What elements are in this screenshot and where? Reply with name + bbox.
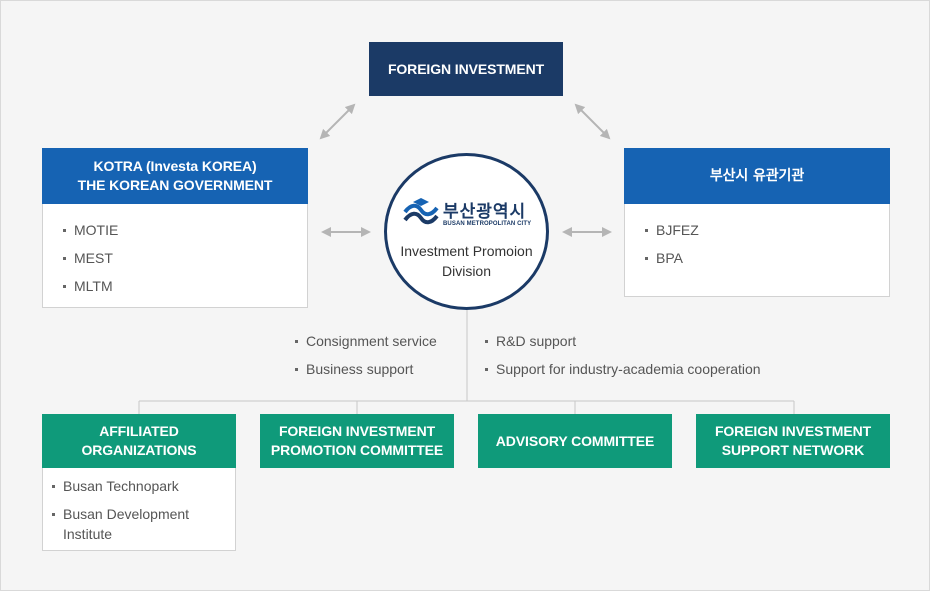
logo-korean-text: 부산광역시 <box>443 202 527 222</box>
list-item: R&D support <box>483 331 761 351</box>
promotion-committee-line2: PROMOTION COMMITTEE <box>270 442 444 458</box>
list-item: MLTM <box>61 276 307 296</box>
busan-city-logo: 부산광역시 BUSAN METROPOLITAN CITY <box>403 197 533 229</box>
foreign-investment-title: FOREIGN INVESTMENT <box>387 60 545 77</box>
division-label-line1: Investment Promoion <box>400 243 533 259</box>
list-item: Support for industry-academia cooperatio… <box>483 359 761 379</box>
list-item: BJFEZ <box>643 220 889 240</box>
affiliated-organizations-body: Busan Technopark Busan Development Insti… <box>42 468 236 551</box>
list-item: Business support <box>293 359 437 379</box>
list-item: Consignment service <box>293 331 437 351</box>
list-item: Busan Technopark <box>50 476 229 496</box>
foreign-investment-box: FOREIGN INVESTMENT <box>369 42 563 96</box>
list-item: Busan Development Institute <box>50 504 229 544</box>
arrow-top-right <box>574 103 611 140</box>
support-network-box: FOREIGN INVESTMENT SUPPORT NETWORK <box>696 414 890 468</box>
support-network-line2: SUPPORT NETWORK <box>721 442 865 458</box>
busan-agencies-box-body: BJFEZ BPA <box>624 204 890 297</box>
affiliated-title-line2: ORGANIZATIONS <box>81 442 197 458</box>
list-item: MOTIE <box>61 220 307 240</box>
kotra-title-line2: THE KOREAN GOVERNMENT <box>77 177 273 193</box>
promotion-committee-box: FOREIGN INVESTMENT PROMOTION COMMITTEE <box>260 414 454 468</box>
promotion-committee-line1: FOREIGN INVESTMENT <box>278 423 436 439</box>
division-label: Investment Promoion Division <box>384 241 549 281</box>
investment-division-circle <box>384 153 549 310</box>
services-notes-right: R&D support Support for industry-academi… <box>483 331 761 379</box>
list-item: MEST <box>61 248 307 268</box>
kotra-title-line1: KOTRA (Investa KOREA) <box>93 158 257 174</box>
support-network-line1: FOREIGN INVESTMENT <box>714 423 872 439</box>
services-notes-left: Consignment service Business support <box>293 331 437 379</box>
kotra-box-body: MOTIE MEST MLTM <box>42 204 308 308</box>
division-label-line2: Division <box>441 263 491 279</box>
kotra-box-header: KOTRA (Investa KOREA) THE KOREAN GOVERNM… <box>42 148 308 204</box>
busan-wave-icon <box>403 198 439 225</box>
affiliated-title-line1: AFFILIATED <box>99 423 179 439</box>
list-item: BPA <box>643 248 889 268</box>
busan-agencies-box-header: 부산시 유관기관 <box>624 148 890 204</box>
advisory-committee-box: ADVISORY COMMITTEE <box>478 414 672 468</box>
affiliated-organizations-header: AFFILIATED ORGANIZATIONS <box>42 414 236 468</box>
advisory-committee-title: ADVISORY COMMITTEE <box>495 432 655 449</box>
busan-agencies-title: 부산시 유관기관 <box>709 167 805 184</box>
logo-english-text: BUSAN METROPOLITAN CITY <box>443 221 532 227</box>
arrow-top-left <box>319 103 356 140</box>
